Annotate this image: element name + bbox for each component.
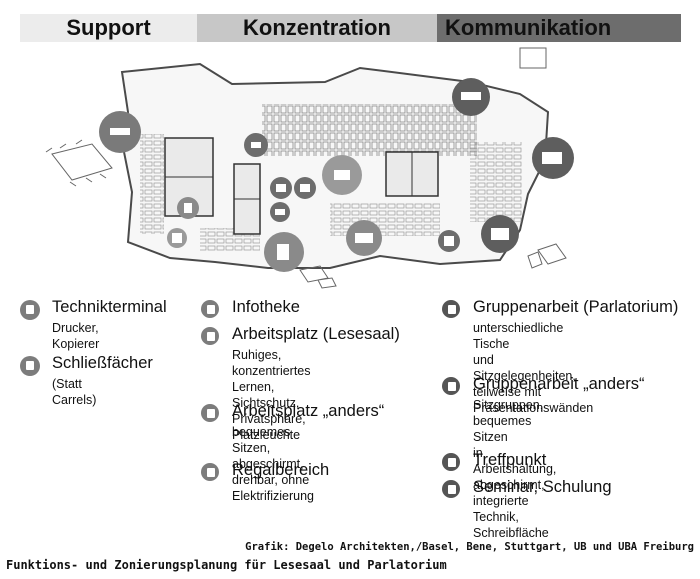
group-table-icon [442, 300, 460, 318]
zone-kommunikation-label: Kommunikation [445, 15, 612, 40]
marker-arbeitsplatz-lesesaal-1 [244, 133, 268, 157]
marker-arbeitsplatz-anders [264, 232, 304, 272]
marker-seminar [532, 137, 574, 179]
legend-gruppenarbeit-anders-desc: Sitzgruppen, bequemes Sitzen in Arbeitsh… [473, 398, 557, 540]
meeting-point-icon [442, 453, 460, 471]
shelf-icon [201, 463, 219, 481]
legend-regalbereich-title: Regalbereich [232, 461, 330, 479]
terminal-icon [20, 300, 40, 320]
image-credit: Grafik: Degelo Architekten,/Basel, Bene,… [245, 541, 694, 553]
zone-konzentration-header: Konzentration [197, 14, 437, 42]
conference-table-sketch [45, 139, 113, 187]
legend-schliessfaecher-desc: (Statt Carrels) [52, 377, 97, 407]
legend-gruppenarbeit-parlatorium-desc: unterschiedliche Tische und Sitzgelegenh… [473, 321, 594, 415]
legend-infotheke-title: Infotheke [232, 298, 300, 316]
lounge-sketch-right [527, 243, 567, 269]
marker-regalbereich-2 [294, 177, 316, 199]
zone-kommunikation-header: Kommunikation [437, 14, 681, 42]
reading-desks-center [262, 104, 477, 156]
legend-schliessfaecher-title: Schließfächer [52, 354, 153, 372]
marker-gruppenarbeit-left [99, 111, 141, 153]
legend-technikterminal-title: Technikterminal [52, 298, 167, 316]
screen-sketch-top [519, 47, 547, 69]
desks-left [140, 134, 164, 234]
locker-icon [20, 356, 40, 376]
marker-infotheke-1 [270, 202, 290, 222]
zone-support-header: Support [20, 14, 197, 42]
figure-caption: Funktions- und Zonierungsplanung für Les… [6, 558, 447, 572]
legend-arbeitsplatz-anders-desc: bequemes Sitzen, abgeschirmt, drehbar, o… [232, 425, 314, 503]
legend-seminar-title: Seminar, Schulung [473, 478, 612, 496]
marker-treffpunkt [438, 230, 460, 252]
floor-plan [45, 47, 574, 289]
marker-technikterminal [177, 197, 199, 219]
legend-arbeitsplatz-lesesaal-desc: Ruhiges, konzentriertes Lernen, Sichtsch… [232, 348, 311, 442]
zone-support-label: Support [66, 15, 151, 40]
reading-desk-icon [201, 327, 219, 345]
marker-regalbereich-1 [270, 177, 292, 199]
group-seating-icon [442, 377, 460, 395]
seminar-icon [442, 480, 460, 498]
marker-schliessfaecher [167, 228, 187, 248]
marker-parlatorium [452, 78, 490, 116]
desks-right [470, 142, 522, 222]
marker-infotheke-center [322, 155, 362, 195]
legend-gruppenarbeit-parlatorium-title: Gruppenarbeit (Parlatorium) [473, 298, 679, 316]
info-desk-icon [201, 300, 219, 318]
lounge-sketch-bottom [299, 265, 337, 289]
marker-gruppenarbeit-anders [481, 215, 519, 253]
legend-arbeitsplatz-lesesaal-title: Arbeitsplatz (Lesesaal) [232, 325, 400, 343]
zone-konzentration-label: Konzentration [243, 15, 391, 40]
legend-gruppenarbeit-anders-title: Gruppenarbeit „anders“ [473, 375, 645, 393]
legend-arbeitsplatz-anders-title: Arbeitsplatz „anders“ [232, 402, 385, 420]
legend-technikterminal-desc: Drucker, Kopierer [52, 321, 100, 351]
lounge-chair-icon [201, 404, 219, 422]
marker-arbeitsplatz-lesesaal-2 [346, 220, 382, 256]
reading-desks-lower [330, 202, 440, 236]
legend-treffpunkt-title: Treffpunkt [473, 451, 547, 469]
